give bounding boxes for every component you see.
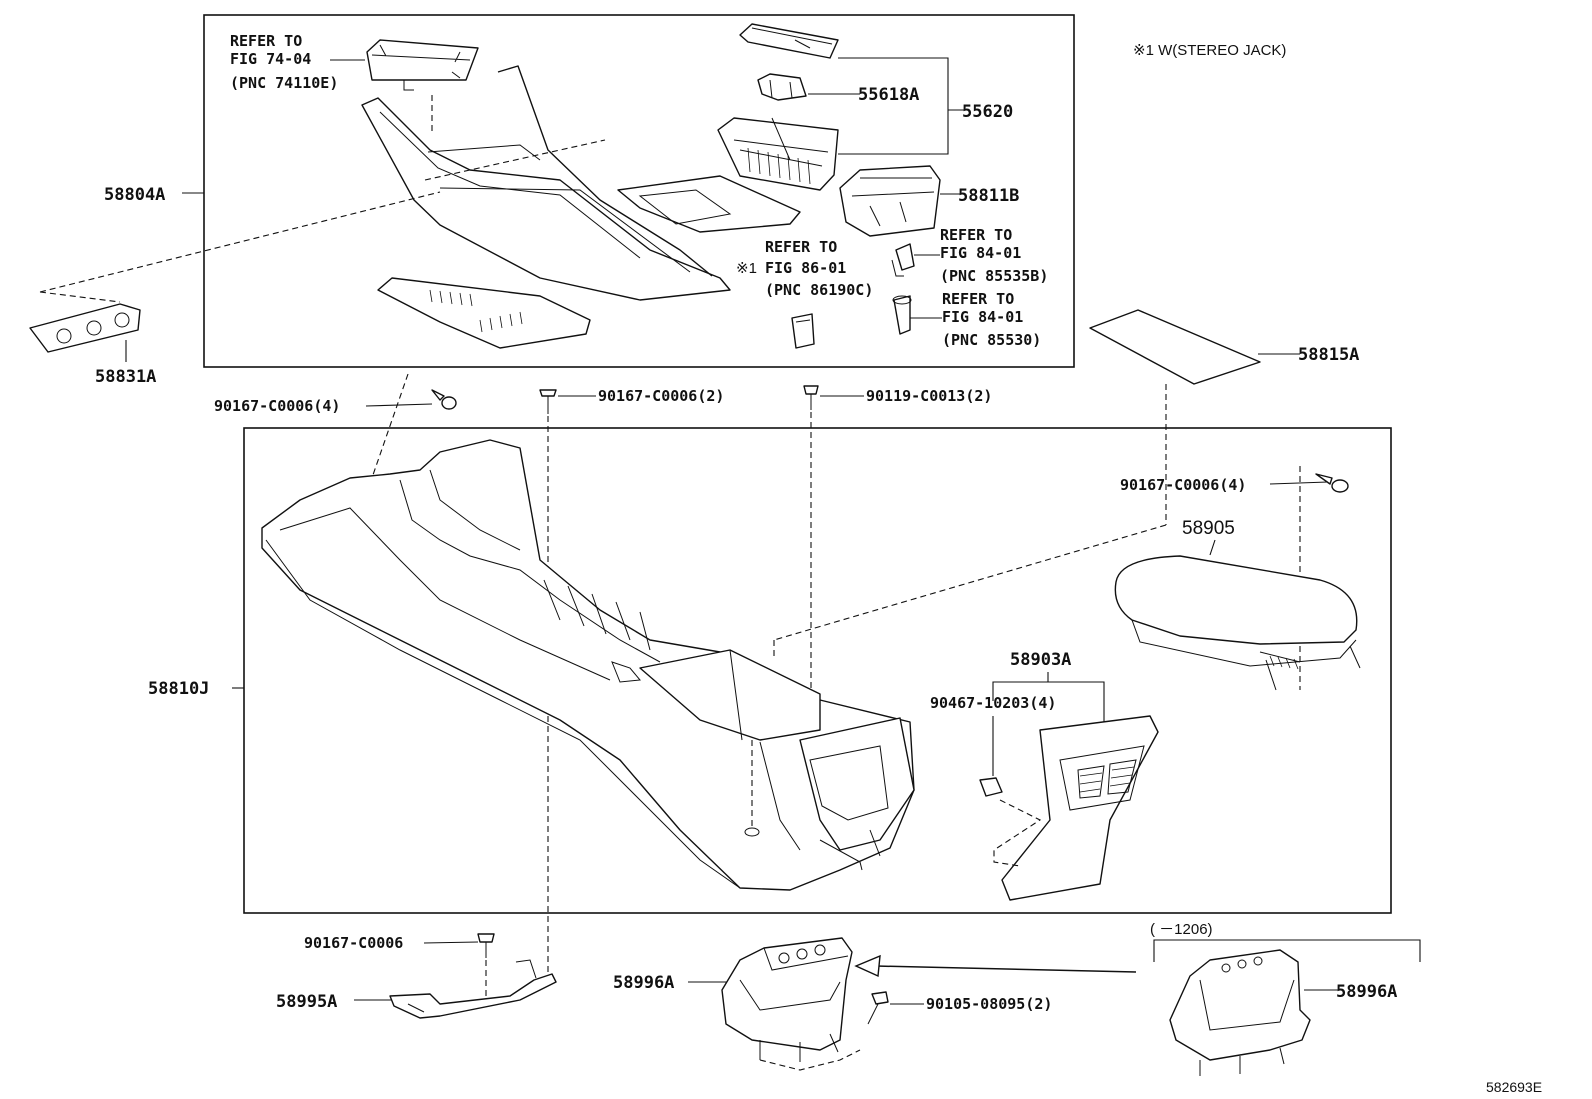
- label-90467-10203-4: 90467-10203(4): [930, 694, 1056, 712]
- screw-armrest: [1315, 473, 1349, 493]
- label-58804A: 58804A: [104, 185, 165, 205]
- lower-tray-part: [377, 277, 591, 349]
- bracket-58995A: [389, 959, 557, 1019]
- label-58815A: 58815A: [1298, 345, 1359, 365]
- label-55620: 55620: [962, 102, 1013, 122]
- refer-fig-84-01-b: REFER TO FIG 84-01 (PNC 85530): [942, 290, 1041, 349]
- label-55618A: 55618A: [858, 85, 919, 105]
- screw-90105: [867, 991, 889, 1025]
- console-assembly-box: [243, 427, 1392, 914]
- bin-58996A-center: [721, 937, 853, 1062]
- box-part-58811B: [839, 165, 941, 237]
- clip-part-55618A: [757, 73, 807, 101]
- svg-text:FIG 86-01: FIG 86-01: [765, 259, 846, 277]
- label-58996A-right: 58996A: [1336, 982, 1397, 1002]
- switch-panel-58831A: [29, 303, 141, 353]
- stereo-jack-note: ※1 W(STEREO JACK): [1133, 42, 1286, 59]
- refer-fig-86-01: REFER TO ※1 FIG 86-01 (PNC 86190C): [736, 238, 873, 299]
- mat-part-58815A: [1089, 309, 1261, 385]
- display-panel-part: [366, 39, 479, 91]
- svg-text:(PNC 74110E): (PNC 74110E): [230, 74, 338, 92]
- bin-58996A-right: [1169, 949, 1311, 1076]
- svg-text:FIG 74-04: FIG 74-04: [230, 50, 311, 68]
- svg-text:※1: ※1: [736, 260, 757, 277]
- refer-fig-84-01-a: REFER TO FIG 84-01 (PNC 85535B): [940, 226, 1048, 285]
- label-90167-C0006-4-left: 90167-C0006(4): [214, 397, 340, 415]
- label-58903A: 58903A: [1010, 650, 1071, 670]
- screw-center: [539, 389, 557, 414]
- label-90167-C0006-2: 90167-C0006(2): [598, 387, 724, 405]
- label-58811B: 58811B: [958, 186, 1019, 206]
- label-90167-C0006: 90167-C0006: [304, 934, 403, 952]
- rear-panel-58903A: [1001, 715, 1159, 901]
- svg-text:FIG 84-01: FIG 84-01: [942, 308, 1023, 326]
- svg-text:(PNC 85535B): (PNC 85535B): [940, 267, 1048, 285]
- range-label: ( －1206): [1150, 921, 1213, 938]
- label-58810J: 58810J: [148, 679, 209, 699]
- svg-text:(PNC 85530): (PNC 85530): [942, 331, 1041, 349]
- label-58905: 58905: [1182, 518, 1235, 539]
- upper-console-panel: [361, 65, 731, 301]
- armrest-58905: [1114, 555, 1361, 691]
- replacement-arrow: [854, 954, 1137, 978]
- label-90105-08095-2: 90105-08095(2): [926, 995, 1052, 1013]
- screw-bottom: [477, 933, 495, 958]
- screw-right: [803, 385, 819, 410]
- label-90119-C0013-2: 90119-C0013(2): [866, 387, 992, 405]
- clip-90467: [979, 777, 1003, 797]
- lid-part-55620: [739, 23, 839, 59]
- svg-text:REFER TO: REFER TO: [230, 32, 302, 50]
- upper-assembly-box: [203, 14, 1075, 368]
- svg-text:FIG 84-01: FIG 84-01: [940, 244, 1021, 262]
- refer-fig-74-04: REFER TO FIG 74-04 (PNC 74110E): [230, 32, 365, 92]
- svg-text:REFER TO: REFER TO: [765, 238, 837, 256]
- console-hole: [744, 827, 760, 837]
- label-58996A-center: 58996A: [613, 973, 674, 993]
- svg-text:REFER TO: REFER TO: [942, 290, 1014, 308]
- svg-text:(PNC 86190C): (PNC 86190C): [765, 281, 873, 299]
- screw-left: [431, 389, 457, 410]
- socket-part-85530: [892, 295, 912, 335]
- figure-code: 582693E: [1486, 1079, 1542, 1095]
- label-90167-C0006-4-right: 90167-C0006(4): [1120, 476, 1246, 494]
- label-58995A: 58995A: [276, 992, 337, 1012]
- shift-bezel-part: [617, 175, 801, 233]
- stereo-jack-part: [791, 313, 815, 349]
- socket-part-85535B: [891, 243, 915, 277]
- svg-text:REFER TO: REFER TO: [940, 226, 1012, 244]
- console-body-58810J: [261, 439, 915, 891]
- tray-part-55620: [717, 117, 839, 191]
- label-58831A: 58831A: [95, 367, 156, 387]
